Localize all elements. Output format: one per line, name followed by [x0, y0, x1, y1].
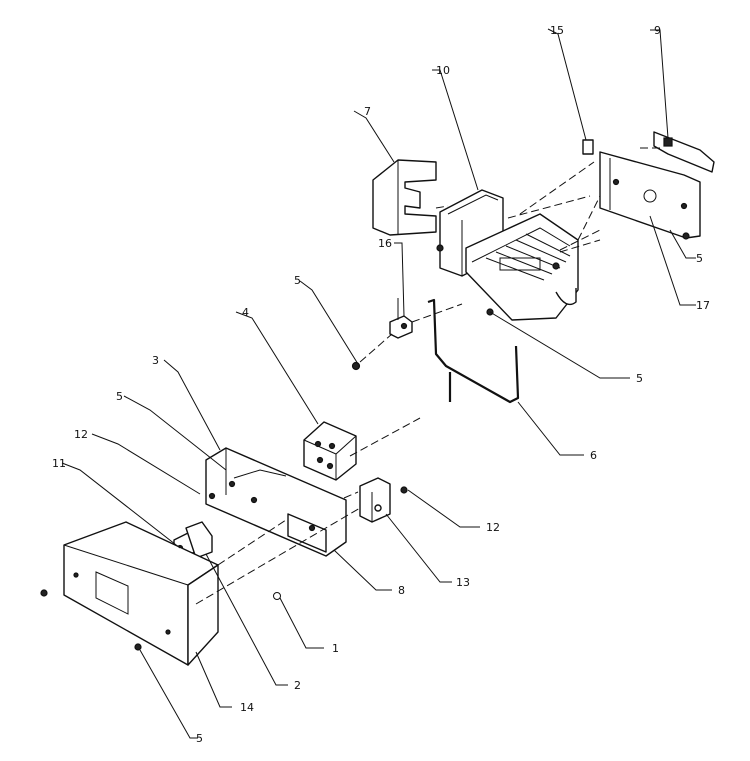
ice-mold-tray — [465, 195, 601, 321]
callout-12b: 12 — [486, 521, 500, 534]
callout-6: 6 — [590, 449, 597, 462]
callout-13: 13 — [456, 576, 470, 589]
assembly-lines — [195, 161, 601, 605]
callout-15: 15 — [550, 24, 564, 37]
callout-14: 14 — [240, 701, 254, 714]
callout-4: 4 — [242, 306, 249, 319]
callout-11: 11 — [52, 457, 66, 470]
callout-10: 10 — [436, 64, 450, 77]
callout-labels: 15 9 10 7 16 5 5 17 4 5 3 5 12 6 11 12 1… — [52, 24, 710, 745]
part-16-clip — [389, 298, 413, 339]
callout-3: 3 — [152, 354, 159, 367]
callout-1: 1 — [332, 642, 339, 655]
leader-lines — [61, 28, 696, 739]
callout-9: 9 — [654, 24, 661, 37]
callout-5b: 5 — [294, 274, 301, 287]
callout-5d: 5 — [116, 390, 123, 403]
callout-5e: 5 — [196, 732, 203, 745]
callout-12a: 12 — [74, 428, 88, 441]
part-14-cover — [63, 521, 219, 666]
callout-2: 2 — [294, 679, 301, 692]
part-4-motor — [303, 421, 357, 481]
part-1-item — [273, 592, 281, 600]
callout-17: 17 — [696, 299, 710, 312]
part-17-mounting-plate — [599, 151, 701, 240]
part-13-switch — [359, 477, 408, 523]
callout-5a: 5 — [696, 252, 703, 265]
part-15-clip — [582, 139, 594, 155]
callout-16: 16 — [378, 237, 392, 250]
part-7-shield — [372, 159, 437, 236]
part-6-shutoff-arm — [427, 298, 520, 404]
callout-8: 8 — [398, 584, 405, 597]
callout-7: 7 — [364, 105, 371, 118]
part-3-support — [205, 447, 347, 557]
callout-5c: 5 — [636, 372, 643, 385]
